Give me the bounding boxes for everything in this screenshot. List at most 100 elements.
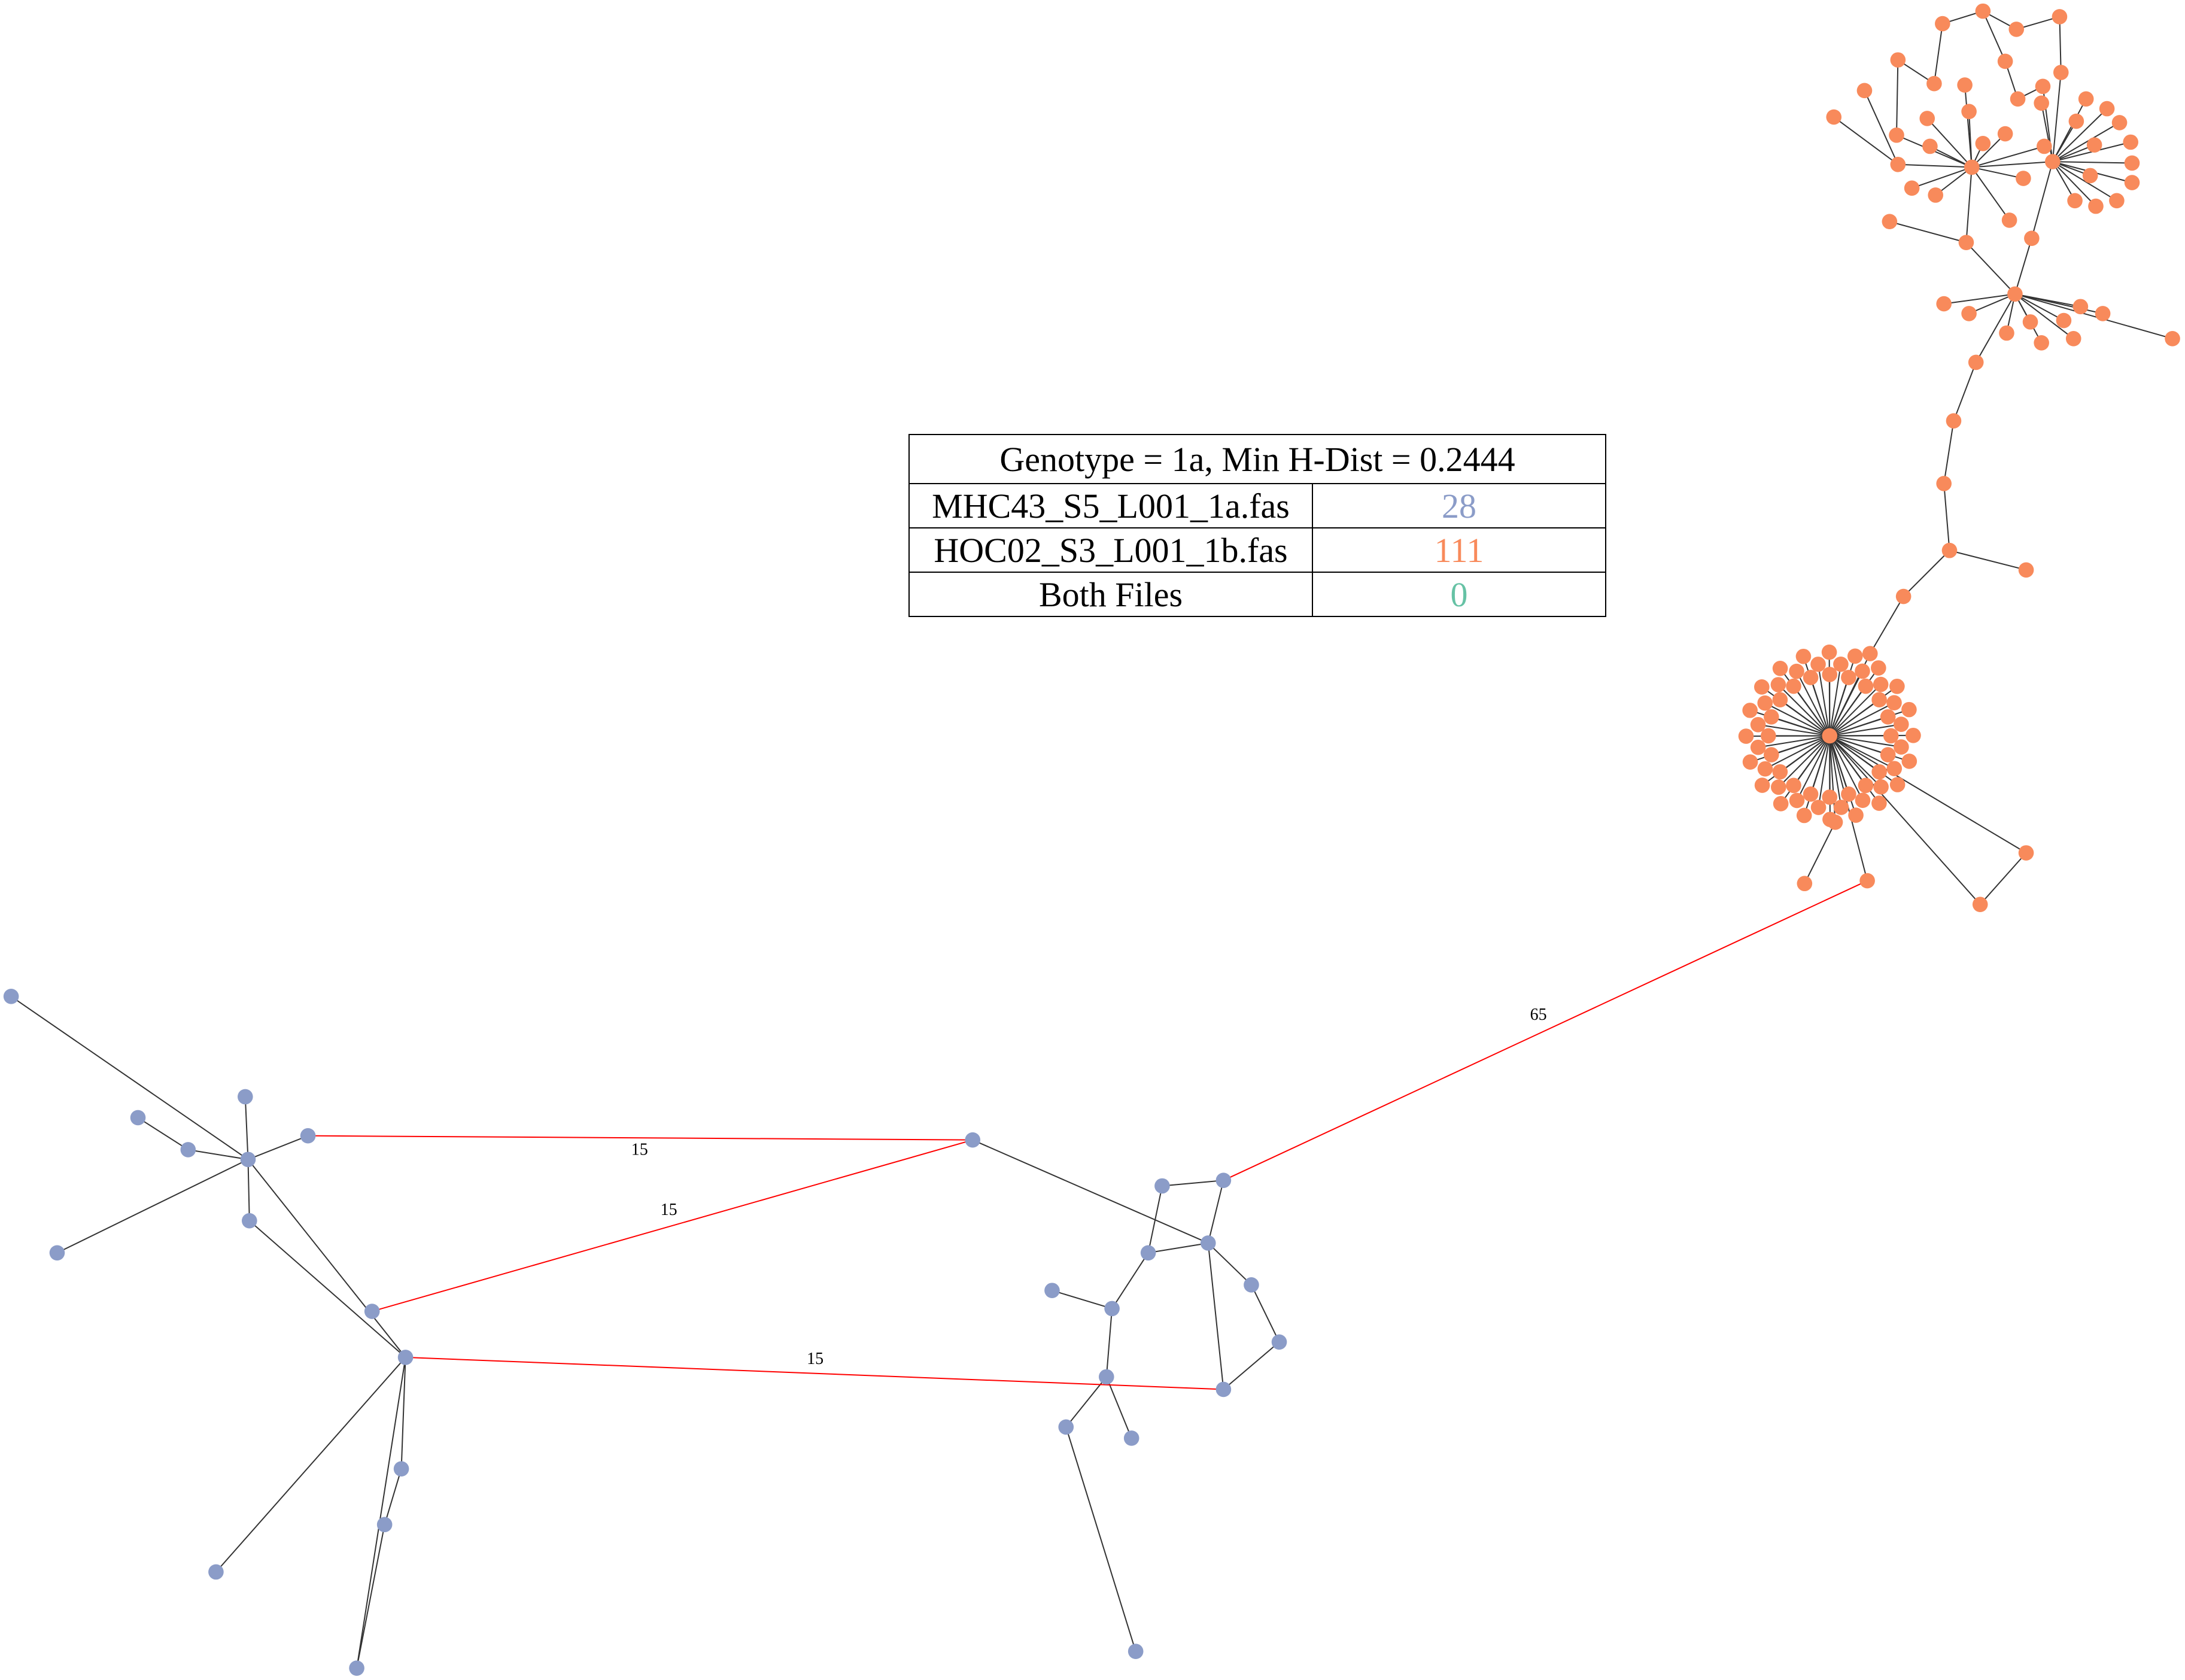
sequence-node-file2[interactable] xyxy=(1972,897,1988,912)
sequence-node-file1[interactable] xyxy=(241,1213,257,1229)
sequence-node-file2[interactable] xyxy=(2008,22,2025,37)
sequence-node-file2[interactable] xyxy=(2022,314,2038,330)
sequence-node-file2[interactable] xyxy=(1796,807,1812,824)
sequence-node-file2[interactable] xyxy=(1997,126,2013,142)
sequence-node-file1[interactable] xyxy=(364,1304,380,1319)
sequence-node-file1[interactable] xyxy=(393,1461,409,1477)
sequence-node-file2[interactable] xyxy=(1754,679,1770,695)
sequence-node-file2[interactable] xyxy=(1841,670,1856,685)
sequence-node-file2[interactable] xyxy=(1958,235,1974,250)
sequence-node-file2[interactable] xyxy=(1858,777,1874,794)
sequence-node-file2[interactable] xyxy=(2109,193,2125,209)
sequence-node-file1[interactable] xyxy=(1244,1277,1259,1293)
sequence-node-file2[interactable] xyxy=(1859,873,1875,889)
sequence-node-file2[interactable] xyxy=(1894,739,1909,755)
sequence-node-file2[interactable] xyxy=(1826,109,1842,125)
sequence-node-file2[interactable] xyxy=(1795,648,1812,664)
sequence-node-file2[interactable] xyxy=(1975,136,1991,151)
sequence-node-file1[interactable] xyxy=(3,989,19,1004)
sequence-node-file2[interactable] xyxy=(1928,187,1944,203)
sequence-node-file2[interactable] xyxy=(2124,175,2140,190)
sequence-node-file2[interactable] xyxy=(1742,703,1758,718)
sequence-node-file1[interactable] xyxy=(1215,1172,1232,1188)
sequence-node-file1[interactable] xyxy=(1200,1235,1216,1251)
sequence-node-file2[interactable] xyxy=(2165,331,2180,347)
sequence-node-file2[interactable] xyxy=(1922,138,1938,154)
sequence-node-file2[interactable] xyxy=(2111,115,2128,130)
sequence-node-file2[interactable] xyxy=(1760,728,1776,744)
sequence-node-file2[interactable] xyxy=(1886,695,1902,711)
sequence-node-file2[interactable] xyxy=(1889,678,1905,694)
sequence-node-file2[interactable] xyxy=(1999,325,2014,341)
sequence-node-file2[interactable] xyxy=(1803,786,1819,802)
sequence-node-file2[interactable] xyxy=(1936,296,1952,312)
sequence-node-file2[interactable] xyxy=(1770,677,1786,692)
sequence-node-file1[interactable] xyxy=(240,1152,256,1168)
sequence-node-file2[interactable] xyxy=(1871,692,1887,708)
sequence-node-file2[interactable] xyxy=(1941,542,1958,558)
sequence-node-file2[interactable] xyxy=(1764,747,1779,762)
sequence-node-file2[interactable] xyxy=(2123,134,2138,150)
sequence-node-file2[interactable] xyxy=(2007,286,2023,302)
sequence-node-file1[interactable] xyxy=(300,1128,316,1144)
sequence-node-file2[interactable] xyxy=(1822,728,1838,744)
sequence-node-file2[interactable] xyxy=(1871,795,1887,811)
sequence-node-file2[interactable] xyxy=(1862,646,1878,661)
sequence-node-file2[interactable] xyxy=(1871,764,1887,780)
sequence-node-file1[interactable] xyxy=(180,1142,196,1158)
sequence-node-file1[interactable] xyxy=(1104,1301,1120,1317)
sequence-node-file2[interactable] xyxy=(2065,331,2081,347)
sequence-node-file2[interactable] xyxy=(1773,796,1789,812)
sequence-node-file2[interactable] xyxy=(1772,764,1788,780)
sequence-node-file2[interactable] xyxy=(1803,670,1819,685)
sequence-node-file2[interactable] xyxy=(1771,779,1786,795)
sequence-node-file2[interactable] xyxy=(1936,476,1952,491)
sequence-node-file2[interactable] xyxy=(2044,154,2061,169)
sequence-node-file2[interactable] xyxy=(1946,413,1962,429)
sequence-node-file2[interactable] xyxy=(1772,692,1788,708)
sequence-node-file2[interactable] xyxy=(1961,306,1977,321)
sequence-node-file1[interactable] xyxy=(1140,1245,1156,1261)
sequence-node-file2[interactable] xyxy=(1964,159,1980,175)
sequence-node-file2[interactable] xyxy=(1858,678,1874,694)
sequence-node-file2[interactable] xyxy=(1906,727,1921,743)
sequence-node-file2[interactable] xyxy=(2068,113,2084,129)
sequence-node-file2[interactable] xyxy=(2001,212,2017,228)
sequence-node-file2[interactable] xyxy=(1810,657,1826,672)
sequence-node-file2[interactable] xyxy=(2034,95,2049,111)
sequence-node-file2[interactable] xyxy=(2067,193,2083,209)
sequence-node-file1[interactable] xyxy=(1215,1381,1232,1398)
sequence-node-file1[interactable] xyxy=(1271,1334,1287,1350)
sequence-node-file2[interactable] xyxy=(1935,16,1950,32)
sequence-node-file1[interactable] xyxy=(1154,1178,1170,1194)
sequence-node-file2[interactable] xyxy=(1754,777,1770,793)
sequence-node-file2[interactable] xyxy=(2078,91,2094,107)
sequence-node-file2[interactable] xyxy=(1822,667,1838,682)
sequence-node-file2[interactable] xyxy=(1926,75,1942,92)
sequence-node-file2[interactable] xyxy=(1904,180,1920,196)
sequence-node-file2[interactable] xyxy=(1895,588,1912,604)
sequence-node-file2[interactable] xyxy=(1789,663,1804,679)
sequence-node-file2[interactable] xyxy=(1975,3,1991,19)
sequence-node-file2[interactable] xyxy=(1855,663,1870,679)
sequence-node-file2[interactable] xyxy=(2016,171,2031,186)
sequence-node-file1[interactable] xyxy=(397,1350,414,1365)
sequence-node-file2[interactable] xyxy=(1827,814,1843,830)
sequence-node-file2[interactable] xyxy=(1889,127,1904,143)
sequence-node-file2[interactable] xyxy=(1961,104,1977,120)
sequence-node-file2[interactable] xyxy=(1997,53,2013,69)
sequence-node-file2[interactable] xyxy=(2082,168,2098,184)
sequence-node-file2[interactable] xyxy=(2035,78,2051,95)
sequence-node-file2[interactable] xyxy=(1797,876,1813,892)
sequence-node-file2[interactable] xyxy=(2037,138,2052,154)
sequence-node-file1[interactable] xyxy=(1123,1430,1139,1446)
sequence-node-file1[interactable] xyxy=(130,1110,146,1126)
sequence-node-file2[interactable] xyxy=(1873,676,1889,692)
sequence-node-file2[interactable] xyxy=(1821,644,1837,660)
sequence-node-file2[interactable] xyxy=(2053,65,2069,80)
sequence-node-file2[interactable] xyxy=(1764,709,1779,725)
sequence-node-file2[interactable] xyxy=(1750,739,1766,755)
sequence-node-file2[interactable] xyxy=(1757,761,1773,777)
sequence-node-file2[interactable] xyxy=(1786,777,1801,794)
sequence-node-file2[interactable] xyxy=(1871,660,1886,676)
